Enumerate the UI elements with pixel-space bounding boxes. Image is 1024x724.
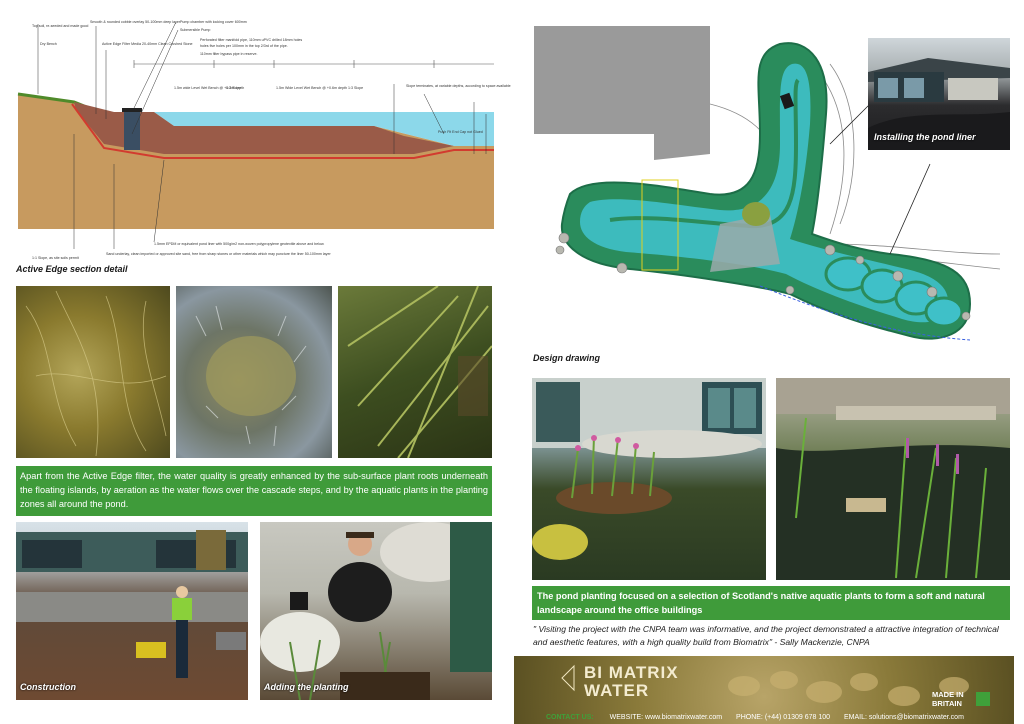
note-cobble: Smooth & rounded cobble overlay 50-100mm… xyxy=(90,20,181,24)
brand-line-2: WATER xyxy=(584,681,650,700)
made-in-line-1: MADE IN xyxy=(932,690,964,699)
note-filter-media: Active Edge Filter Media 20-40mm Clean C… xyxy=(102,42,193,46)
footer-contact-row: CONTACT US: WEBSITE: www.biomatrixwater.… xyxy=(546,714,964,721)
design-drawing-caption: Design drawing xyxy=(533,353,601,363)
made-in-britain-badge: MADE IN BRITAIN xyxy=(932,690,964,708)
contact-label: CONTACT US: xyxy=(546,714,594,721)
section-detail-drawing: Top soil, re-seeded and made good Dry Be… xyxy=(14,14,511,264)
note-slope-terminates: Slope terminates, at variable depths, ac… xyxy=(406,84,511,88)
note-slope-2: 1:3 Slope xyxy=(348,86,364,90)
note-slope-soils: 1:1 Slope, as site soils permit xyxy=(32,256,79,260)
note-bench-2: 1.5m Wide Level Wet Bench @ +0.6m depth xyxy=(276,86,348,90)
contact-phone: PHONE: (+44) 01309 678 100 xyxy=(736,714,831,721)
photo-pond-margin xyxy=(776,378,1010,580)
note-bench-1: 1.5m wide Level Wet Bench @ +0.2m depth xyxy=(174,86,245,90)
made-in-line-2: BRITAIN xyxy=(932,699,962,708)
photo-adding-planting xyxy=(260,522,492,700)
photo-roots-3 xyxy=(338,286,492,458)
note-slope-1: 1:3 Slope xyxy=(226,86,242,90)
contact-website[interactable]: WEBSITE: www.biomatrixwater.com xyxy=(609,714,723,721)
water-quality-text: Apart from the Active Edge filter, the w… xyxy=(16,466,492,516)
section-detail-caption: Active Edge section detail xyxy=(16,264,128,274)
britain-arrow-icon xyxy=(976,692,990,706)
note-holes: holes five holes per 100mm in the top 2/… xyxy=(200,44,288,48)
brand-line-1: BI MATRIX xyxy=(584,663,679,682)
photo-roots-1 xyxy=(16,286,170,458)
photo-roots-2 xyxy=(176,286,332,458)
note-bypass: 110mm filter bypass pipe in reserve. xyxy=(200,52,258,56)
note-sand-underlay: Sand underlay, clean imported or approve… xyxy=(106,252,331,256)
footer-banner: BI MATRIX WATER MADE IN BRITAIN CONTACT … xyxy=(514,656,1014,724)
photo-floating-island xyxy=(532,378,766,580)
brand-logo-text: BI MATRIX WATER xyxy=(584,664,679,700)
testimonial-quote: " Visiting the project with the CNPA tea… xyxy=(533,624,999,647)
photo-construction xyxy=(16,522,248,700)
caption-planting: Adding the planting xyxy=(264,682,349,692)
photo-installing-liner xyxy=(868,38,1010,150)
caption-liner: Installing the pond liner xyxy=(874,132,976,142)
note-pump-chamber: Pump chamber with locking cover 600mm xyxy=(180,20,247,24)
design-drawing xyxy=(530,24,1010,354)
note-dry-bench: Dry Bench xyxy=(40,42,57,46)
note-end-cap: Push Fit End Cap not Glued xyxy=(438,130,483,134)
planting-text: The pond planting focused on a selection… xyxy=(532,586,1010,620)
note-manifold: Perforated filter manifold pipe, 110mm u… xyxy=(200,38,303,42)
caption-construction: Construction xyxy=(20,682,76,692)
note-liner: 1.5mm EPDM or equivalent pond liner with… xyxy=(154,242,325,246)
note-topsoil: Top soil, re-seeded and made good xyxy=(32,24,89,28)
contact-email[interactable]: EMAIL: solutions@biomatrixwater.com xyxy=(843,714,964,721)
note-pump: Submersible Pump xyxy=(180,28,211,32)
